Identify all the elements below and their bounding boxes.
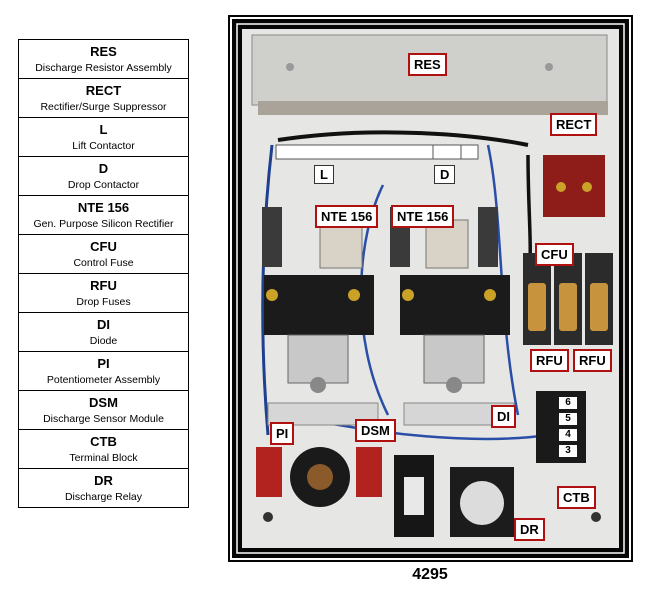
legend-row-di: DI Diode — [19, 313, 188, 352]
inner-frame-line — [236, 23, 625, 554]
legend-description: Drop Fuses — [76, 295, 131, 308]
drop-contactor-magnet — [423, 334, 485, 384]
relay-body — [460, 481, 504, 525]
legend-row-rect: RECT Rectifier/Surge Suppressor — [19, 79, 188, 118]
fuse-cartridge — [590, 283, 608, 331]
legend-row-pi: PI Potentiometer Assembly — [19, 352, 188, 391]
contactor-nut — [446, 377, 462, 393]
callout-rfu-left: RFU — [530, 349, 569, 372]
coil-block — [262, 207, 282, 267]
brass-terminal — [348, 289, 360, 301]
legend-description: Discharge Relay — [64, 490, 143, 503]
callout-pi: PI — [270, 422, 295, 445]
contactor-nut — [310, 377, 326, 393]
pot-bracket — [356, 447, 382, 497]
lift-contactor-magnet — [287, 334, 349, 384]
legend-description: Control Fuse — [73, 256, 134, 269]
terminal-number: 4 — [565, 429, 571, 440]
mounting-hole — [591, 512, 601, 522]
panel-illustration — [230, 17, 631, 560]
callout-dsm: DSM — [355, 419, 396, 442]
wire — [277, 130, 529, 147]
callout-di: DI — [491, 405, 516, 428]
housing-screw — [545, 63, 553, 71]
legend-code: NTE 156 — [77, 199, 130, 215]
dsm-window — [404, 477, 424, 515]
rectifier-block — [543, 155, 605, 217]
mounting-hole — [263, 512, 273, 522]
legend-code: CTB — [90, 433, 117, 449]
legend-description: Diode — [89, 334, 118, 347]
control-panel-photo: L D 6 5 4 3 RES RECT NTE 156 NTE 156 CFU… — [228, 15, 633, 562]
terminal-number: 3 — [565, 445, 571, 456]
callout-nte156-right: NTE 156 — [391, 205, 455, 228]
legend-code: RES — [90, 43, 117, 59]
legend-description: Discharge Resistor Assembly — [35, 61, 172, 74]
legend-code: PI — [97, 355, 110, 371]
legend-row-rfu: RFU Drop Fuses — [19, 274, 188, 313]
legend-table: RES Discharge Resistor Assembly RECT Rec… — [18, 39, 189, 508]
legend-row-dsm: DSM Discharge Sensor Module — [19, 391, 188, 430]
brass-terminal — [484, 289, 496, 301]
pot-knob — [307, 464, 333, 490]
brass-terminal — [402, 289, 414, 301]
wire — [261, 144, 274, 436]
legend-description: Potentiometer Assembly — [46, 373, 161, 386]
housing-screw — [286, 63, 294, 71]
brass-terminal — [556, 182, 566, 192]
callout-dr: DR — [514, 518, 545, 541]
callout-ctb: CTB — [557, 486, 596, 509]
legend-row-res: RES Discharge Resistor Assembly — [19, 40, 188, 79]
legend-code: DI — [97, 316, 110, 332]
legend-code: RECT — [85, 82, 122, 98]
legend-description: Discharge Sensor Module — [43, 412, 164, 425]
legend-description: Drop Contactor — [67, 178, 140, 191]
legend-code: L — [99, 121, 108, 137]
legend-code: CFU — [90, 238, 117, 254]
brass-terminal — [582, 182, 592, 192]
drop-contactor-body — [400, 275, 510, 335]
coil-block — [478, 207, 498, 267]
legend-code: RFU — [90, 277, 117, 293]
legend-row-cfu: CFU Control Fuse — [19, 235, 188, 274]
legend-row-l: L Lift Contactor — [19, 118, 188, 157]
legend-description: Terminal Block — [69, 451, 138, 464]
terminal-number: 6 — [565, 397, 571, 408]
legend-description: Rectifier/Surge Suppressor — [40, 100, 167, 113]
terminal-strip — [275, 144, 479, 160]
resistor-coil — [258, 101, 608, 115]
callout-res: RES — [408, 53, 447, 76]
terminal-number-plate — [559, 445, 577, 457]
fuse-cartridge — [559, 283, 577, 331]
legend-description: Gen. Purpose Silicon Rectifier — [33, 217, 174, 230]
legend-code: DR — [94, 472, 113, 488]
callout-cfu: CFU — [535, 243, 574, 266]
terminal-strip — [432, 144, 462, 160]
terminal-number-plate — [559, 397, 577, 409]
terminal-number: 5 — [565, 413, 571, 424]
drop-contactor-plate: D — [434, 165, 456, 184]
fuse-cartridge — [528, 283, 546, 331]
legend-row-nte156: NTE 156 Gen. Purpose Silicon Rectifier — [19, 196, 188, 235]
legend-code: D — [98, 160, 109, 176]
lift-contactor-body — [264, 275, 374, 335]
contactor-bracket — [267, 402, 379, 426]
pot-bracket — [256, 447, 282, 497]
callout-rfu-right: RFU — [573, 349, 612, 372]
terminal-number-plate — [559, 429, 577, 441]
wire — [486, 144, 520, 416]
legend-row-ctb: CTB Terminal Block — [19, 430, 188, 469]
figure-caption: 4295 — [412, 566, 448, 583]
legend-row-d: D Drop Contactor — [19, 157, 188, 196]
terminal-number-plate — [559, 413, 577, 425]
callout-nte156-left: NTE 156 — [315, 205, 379, 228]
brass-terminal — [266, 289, 278, 301]
lift-contactor-plate: L — [314, 165, 334, 184]
legend-row-dr: DR Discharge Relay — [19, 469, 188, 508]
legend-code: DSM — [89, 394, 118, 410]
legend-description: Lift Contactor — [72, 139, 135, 152]
callout-rect: RECT — [550, 113, 598, 136]
outer-frame-line — [230, 17, 631, 560]
